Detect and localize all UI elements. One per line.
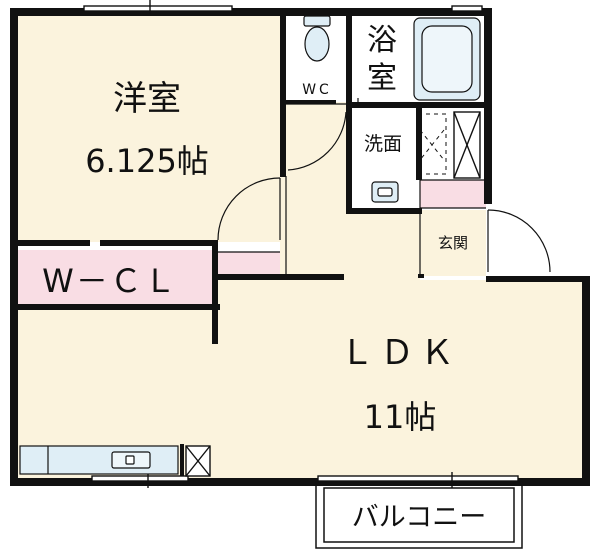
ldk-size: 11帖 xyxy=(364,398,437,436)
wall-left xyxy=(10,8,18,486)
kitchen-counter-icon xyxy=(19,445,179,475)
entrance-step xyxy=(420,180,486,208)
hallway-floor xyxy=(280,100,350,280)
sink-icon xyxy=(371,181,399,203)
toilet-name: WC xyxy=(302,82,332,98)
wall-washroom-left xyxy=(346,102,352,214)
wall-wcl-right xyxy=(212,244,218,344)
door-swing-icon xyxy=(217,98,551,273)
balcony-name: バルコニー xyxy=(352,502,486,533)
wall-top-left xyxy=(10,8,286,16)
wcl-floor xyxy=(14,250,214,305)
bathtub-icon xyxy=(413,17,481,101)
western-room-name: 洋室 xyxy=(113,79,181,119)
wcl-name: W－ＣＬ xyxy=(42,262,178,300)
wall-toilet-bottom xyxy=(286,100,336,104)
wall-storage-left xyxy=(180,444,184,480)
walls xyxy=(10,8,590,486)
ldk-name: ＬＤＫ xyxy=(340,333,460,373)
wall-washroom-bottom xyxy=(346,208,422,214)
storage-x-icon xyxy=(185,111,481,477)
wall-western-right xyxy=(280,12,286,177)
wall-entrance-top xyxy=(486,276,590,282)
bath-name-bottom: 室 xyxy=(367,61,397,96)
wall-ldk-top xyxy=(218,274,344,280)
wall-right-upper xyxy=(484,8,492,204)
wcl-step xyxy=(218,252,280,276)
wall-toilet-right xyxy=(346,12,352,102)
entrance-floor xyxy=(420,210,486,276)
washroom-name: 洗面 xyxy=(364,133,402,155)
wall-washroom-right xyxy=(416,102,422,180)
window-marks xyxy=(83,0,519,488)
bath-name-top: 浴 xyxy=(367,23,397,58)
washing-machine-space xyxy=(417,113,447,175)
toilet-icon xyxy=(303,15,331,62)
western-room-floor xyxy=(14,12,280,242)
entrance-name: 玄関 xyxy=(438,234,468,252)
partition-lines xyxy=(214,103,486,276)
wall-ldk-top-2 xyxy=(418,274,424,278)
wall-western-bottom-2 xyxy=(100,240,218,246)
wall-western-bottom xyxy=(14,240,90,246)
balcony-floor xyxy=(318,482,518,544)
balcony xyxy=(315,481,523,549)
western-room-size: 6.125帖 xyxy=(85,142,209,180)
wall-right-lower xyxy=(582,276,590,486)
room-fills xyxy=(14,12,586,544)
wall-bottom xyxy=(10,478,590,486)
wall-top-right xyxy=(284,8,492,16)
hallway-lower-floor xyxy=(350,210,420,280)
wall-wcl-bottom xyxy=(14,304,220,310)
ldk-floor xyxy=(14,280,586,478)
